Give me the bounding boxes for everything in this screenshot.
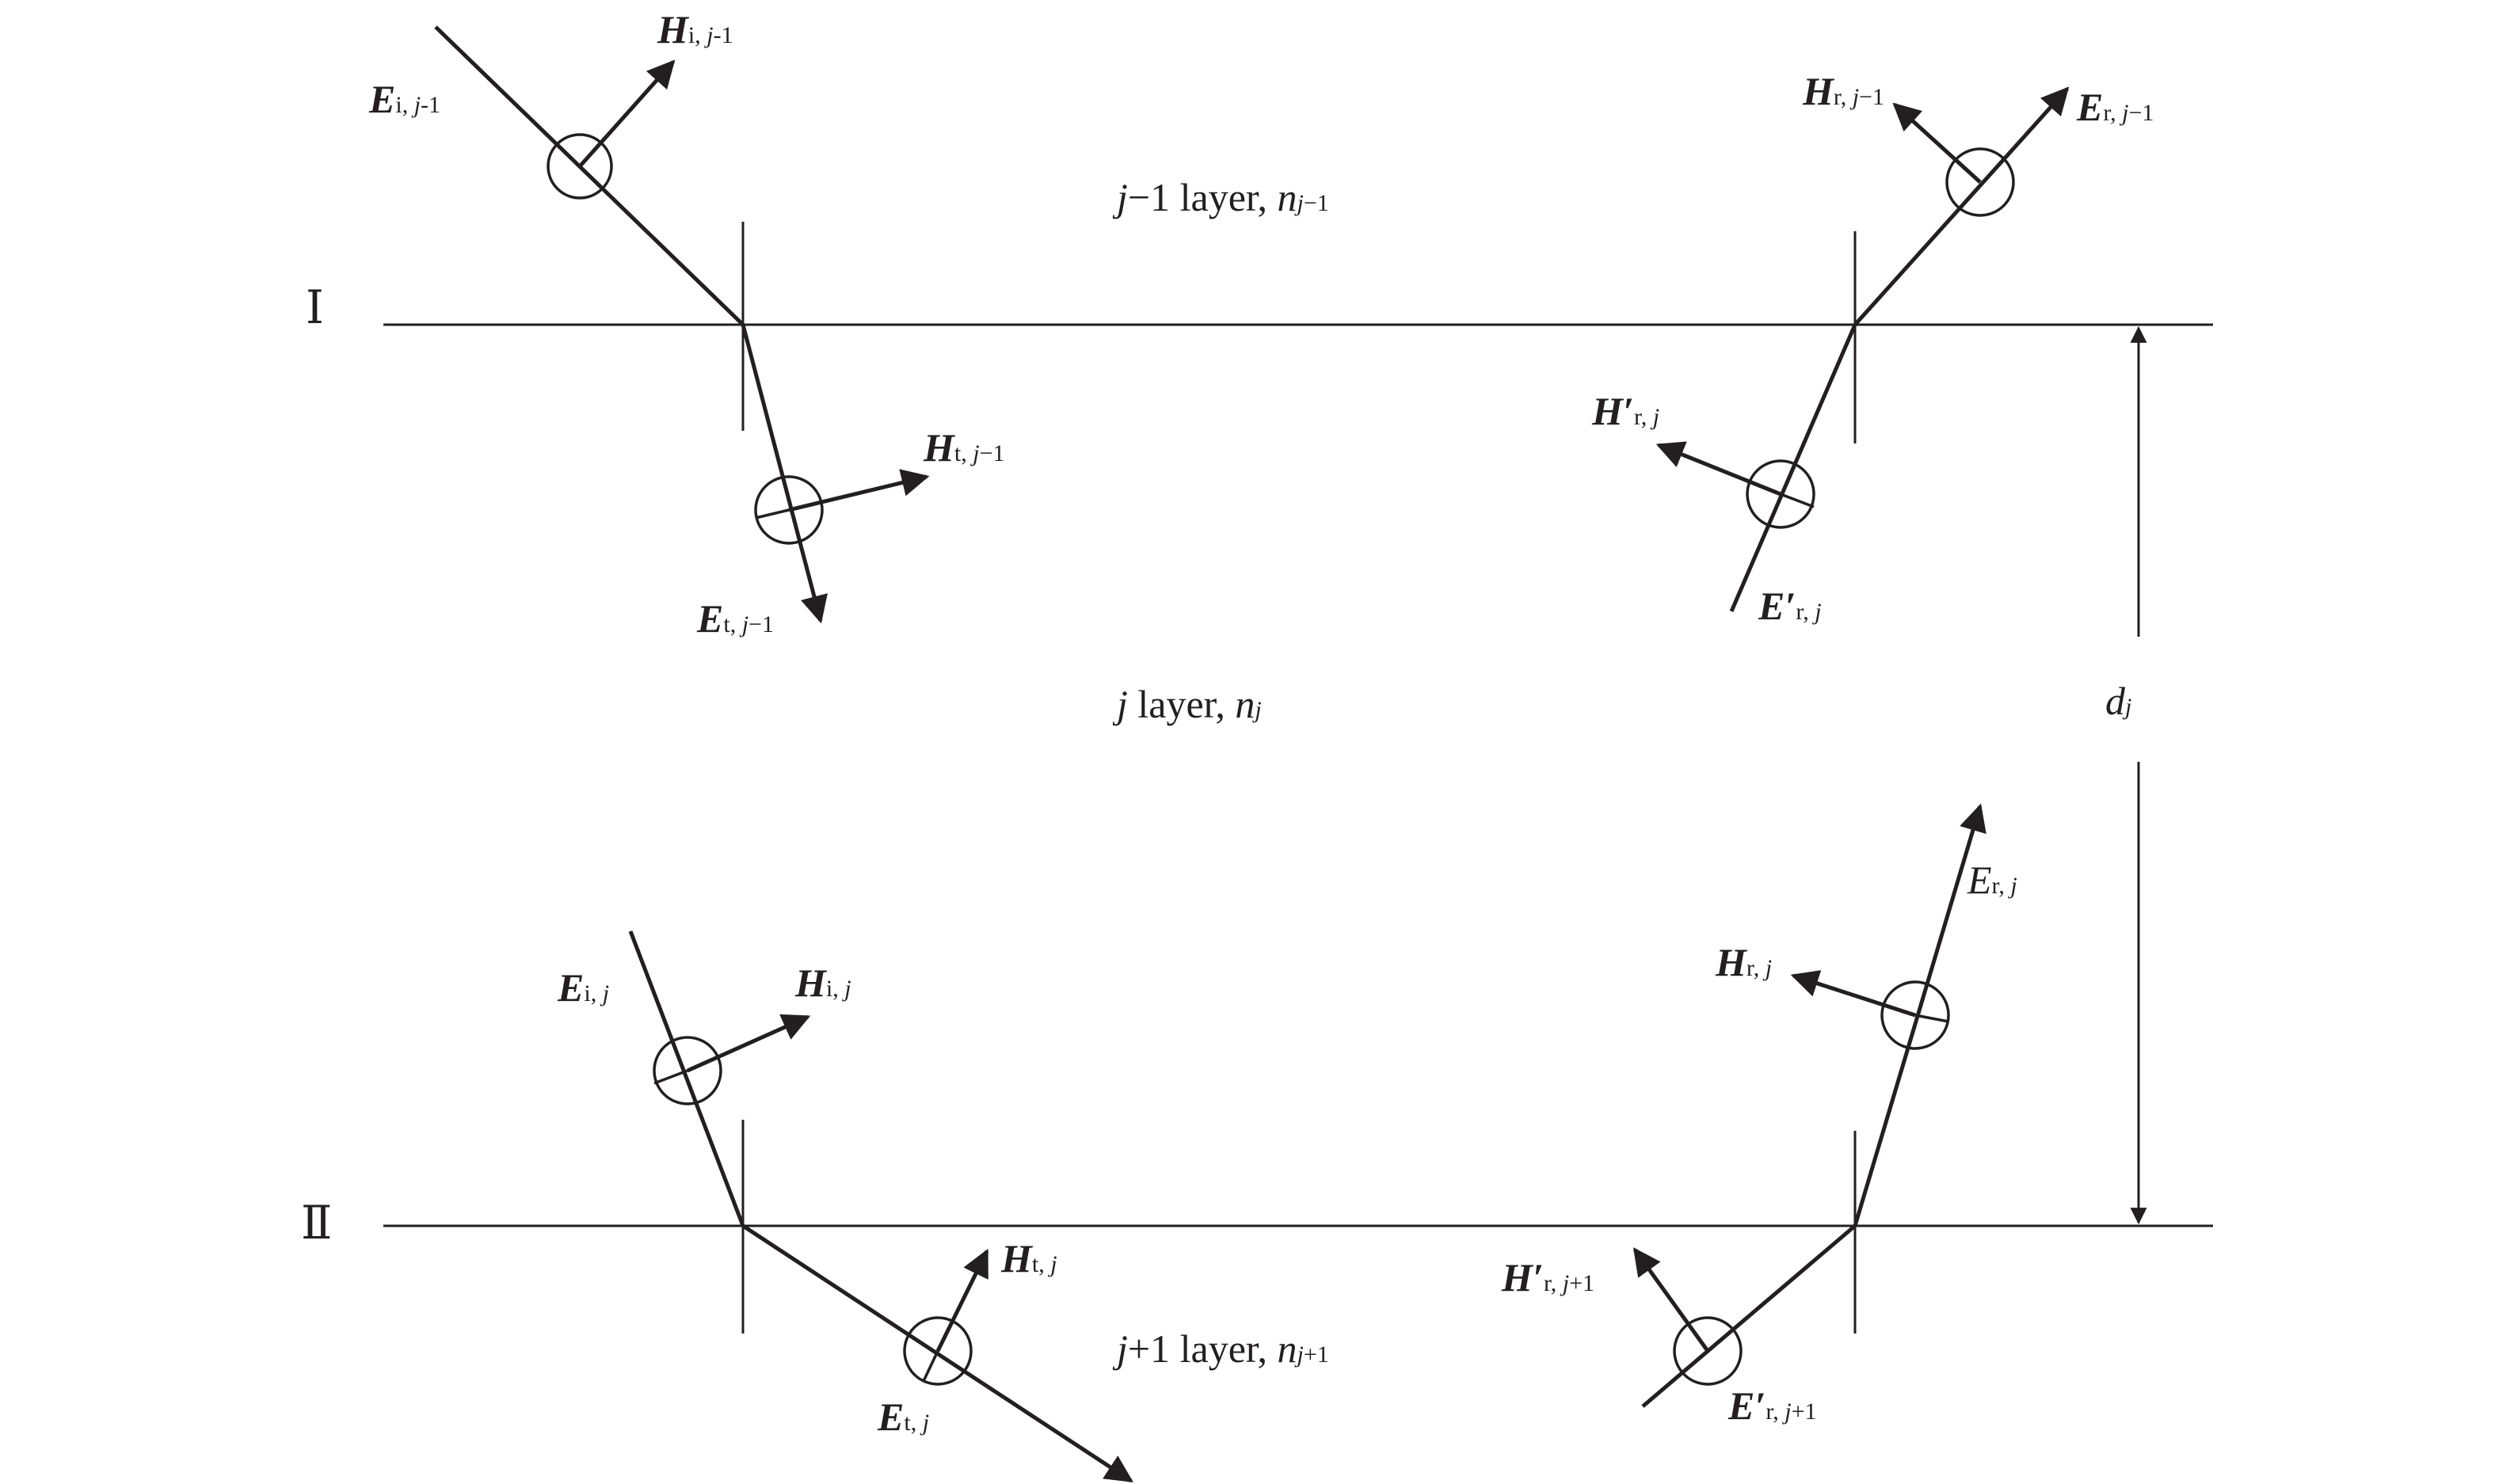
field-tick-incident-lower [653, 1069, 688, 1085]
field-tick-counter-upper [1780, 493, 1815, 508]
h-arrow-counter-lower [1632, 1247, 1710, 1353]
label-e-prime-reflected-jp1: E′r, j+1 [1728, 1383, 1817, 1428]
field-circle-transmitted-upper [754, 475, 824, 545]
label-h-prime-reflected-j: H′r, j [1592, 389, 1660, 433]
label-h-transmitted-j: Ht, j [1001, 1236, 1057, 1280]
h-arrow-incident-lower [686, 1014, 811, 1073]
label-e-reflected-jm1: Er, j−1 [2077, 85, 2154, 129]
label-e-incident-jm1: Ei, j-1 [369, 77, 441, 121]
ray-incident-lower [628, 930, 745, 1227]
label-e-transmitted-j: Et, j [878, 1395, 930, 1439]
layer-middle-label: j layer, nj [1117, 682, 1262, 726]
h-arrow-reflected-lower [1790, 970, 1916, 1018]
field-circle-incident-upper [547, 133, 613, 200]
layer-upper-label: j−1 layer, nj−1 [1117, 175, 1329, 219]
h-arrow-incident-upper [578, 59, 676, 168]
label-e-reflected-j: Er, j [1967, 858, 2017, 902]
ray-incident-upper [434, 25, 745, 326]
interface-two-label: Ⅱ [301, 1197, 333, 1249]
label-h-reflected-jm1: Hr, j−1 [1803, 69, 1884, 113]
field-tick-transmitted-lower [922, 1350, 939, 1382]
h-arrow-counter-upper [1655, 441, 1781, 497]
ray-transmitted-upper [741, 324, 828, 624]
field-circle-incident-lower [653, 1036, 722, 1105]
h-arrow-transmitted-lower [935, 1248, 989, 1353]
label-h-incident-j: Hi, j [795, 961, 851, 1005]
label-e-transmitted-jm1: Et, j−1 [697, 596, 774, 641]
label-h-reflected-j: Hr, j [1716, 940, 1773, 984]
ray-counter-lower [1641, 1224, 1857, 1408]
ray-counter-upper [1729, 324, 1857, 612]
label-e-incident-j: Ei, j [558, 965, 610, 1010]
layer-lower-label: j+1 layer, nj+1 [1117, 1326, 1329, 1371]
interface-one-label: Ⅰ [306, 282, 324, 333]
field-tick-reflected-lower [1914, 1014, 1949, 1023]
thickness-label: dj [2105, 679, 2132, 723]
field-tick-transmitted-upper [755, 508, 790, 519]
label-h-transmitted-jm1: Ht, j−1 [924, 425, 1005, 470]
field-circle-reflected-upper [1945, 147, 2015, 217]
label-e-prime-reflected-j: E′r, j [1758, 584, 1822, 628]
label-h-prime-reflected-jp1: H′r, j+1 [1502, 1255, 1595, 1299]
field-circle-counter-lower [1673, 1316, 1743, 1386]
ray-reflected-upper [1853, 86, 2070, 326]
h-arrow-transmitted-upper [788, 469, 930, 512]
field-circle-counter-upper [1746, 459, 1815, 529]
field-circle-transmitted-lower [903, 1316, 973, 1386]
h-arrow-reflected-upper [1892, 102, 1982, 184]
label-h-incident-jm1: Hi, j-1 [657, 7, 733, 51]
field-circle-reflected-lower [1880, 980, 1950, 1050]
